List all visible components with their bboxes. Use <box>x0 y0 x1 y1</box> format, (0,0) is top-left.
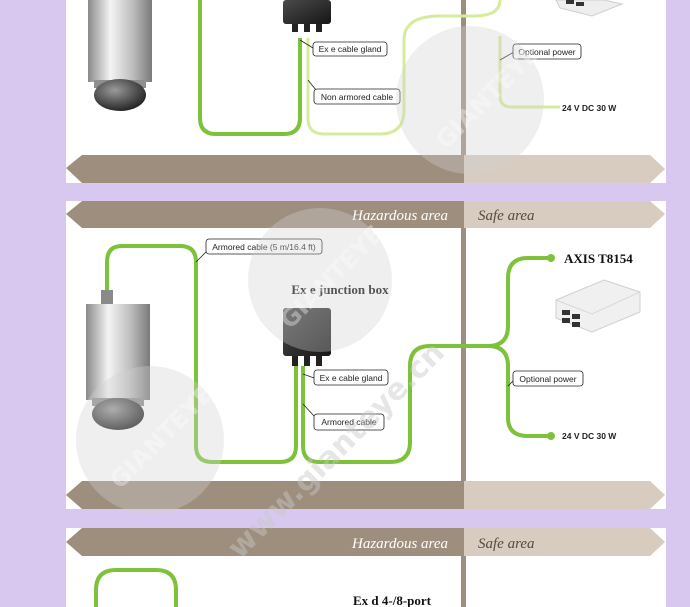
label-optional-power-2: Optional power <box>507 370 584 387</box>
junction-box-icon <box>283 0 331 32</box>
dc-label-1: 24 V DC 30 W <box>562 103 617 113</box>
junction-box-title: Ex d 4-/8-port <box>353 593 432 607</box>
label-non-armored: Non armored cable <box>307 79 401 105</box>
label-text: Armored cable <box>321 417 377 427</box>
switch-device-icon <box>555 279 641 333</box>
label-text: Optional power <box>518 47 575 57</box>
dc-label-2: 24 V DC 30 W <box>562 431 617 441</box>
band-safe-2-bottom <box>464 481 665 509</box>
cable-non-armored <box>306 0 502 136</box>
safe-area-label: Safe area <box>478 208 535 224</box>
panel-1-divider <box>461 0 466 183</box>
cable-armored-long <box>105 244 298 464</box>
ptz-camera-icon <box>86 290 150 430</box>
label-text: Armored cable (5 m/16.4 ft) <box>212 242 316 252</box>
cable-power-lower <box>487 344 551 438</box>
cable-box-to-switch <box>301 344 488 464</box>
label-text: Non armored cable <box>321 92 394 102</box>
endpoint-power <box>547 432 555 440</box>
safe-area-label: Safe area <box>478 536 535 552</box>
panel-3: Hazardous area Safe area Ex d 4-/8-port <box>66 528 666 607</box>
ptz-camera-icon <box>88 0 152 111</box>
hazardous-area-label: Hazardous area <box>351 536 448 552</box>
switch-device-icon <box>555 0 624 17</box>
band-hazardous-1 <box>66 155 464 183</box>
label-text: Optional power <box>519 374 576 384</box>
band-hazardous-2-top <box>66 201 464 228</box>
band-safe-2-top <box>464 201 665 228</box>
panel-1: Ex e cable gland Non armored cable Optio… <box>66 0 666 183</box>
label-text: Ex e cable gland <box>319 44 382 54</box>
label-cable-gland-2: Ex e cable gland <box>302 369 389 386</box>
junction-box-icon <box>283 308 331 366</box>
label-armored-long: Armored cable (5 m/16.4 ft) <box>195 238 323 263</box>
panel-3-divider <box>461 556 466 607</box>
label-text: Ex e cable gland <box>320 373 383 383</box>
cable-switch-upper <box>487 256 551 348</box>
band-hazardous-3-top <box>66 528 464 556</box>
label-armored: Armored cable <box>302 403 385 431</box>
label-optional-power-1: Optional power <box>499 43 582 61</box>
cable-optional-power <box>498 36 560 109</box>
cable-panel-3 <box>94 568 178 607</box>
band-hazardous-2-bottom <box>66 481 464 509</box>
cable-camera-to-box <box>198 0 302 136</box>
panel-2-safe-bg <box>464 201 666 509</box>
band-safe-3-top <box>464 528 665 556</box>
switch-model-title: AXIS T8154 <box>564 251 633 266</box>
panel-1-safe-bg <box>464 0 666 183</box>
endpoint-switch <box>547 254 555 262</box>
panel-2-divider <box>461 228 466 481</box>
hazardous-area-label: Hazardous area <box>351 208 448 224</box>
band-safe-1 <box>464 155 665 183</box>
panel-2: Hazardous area Safe area Ex e junction b… <box>66 201 666 509</box>
junction-box-title: Ex e junction box <box>291 282 389 297</box>
label-cable-gland-1: Ex e cable gland <box>299 39 388 57</box>
